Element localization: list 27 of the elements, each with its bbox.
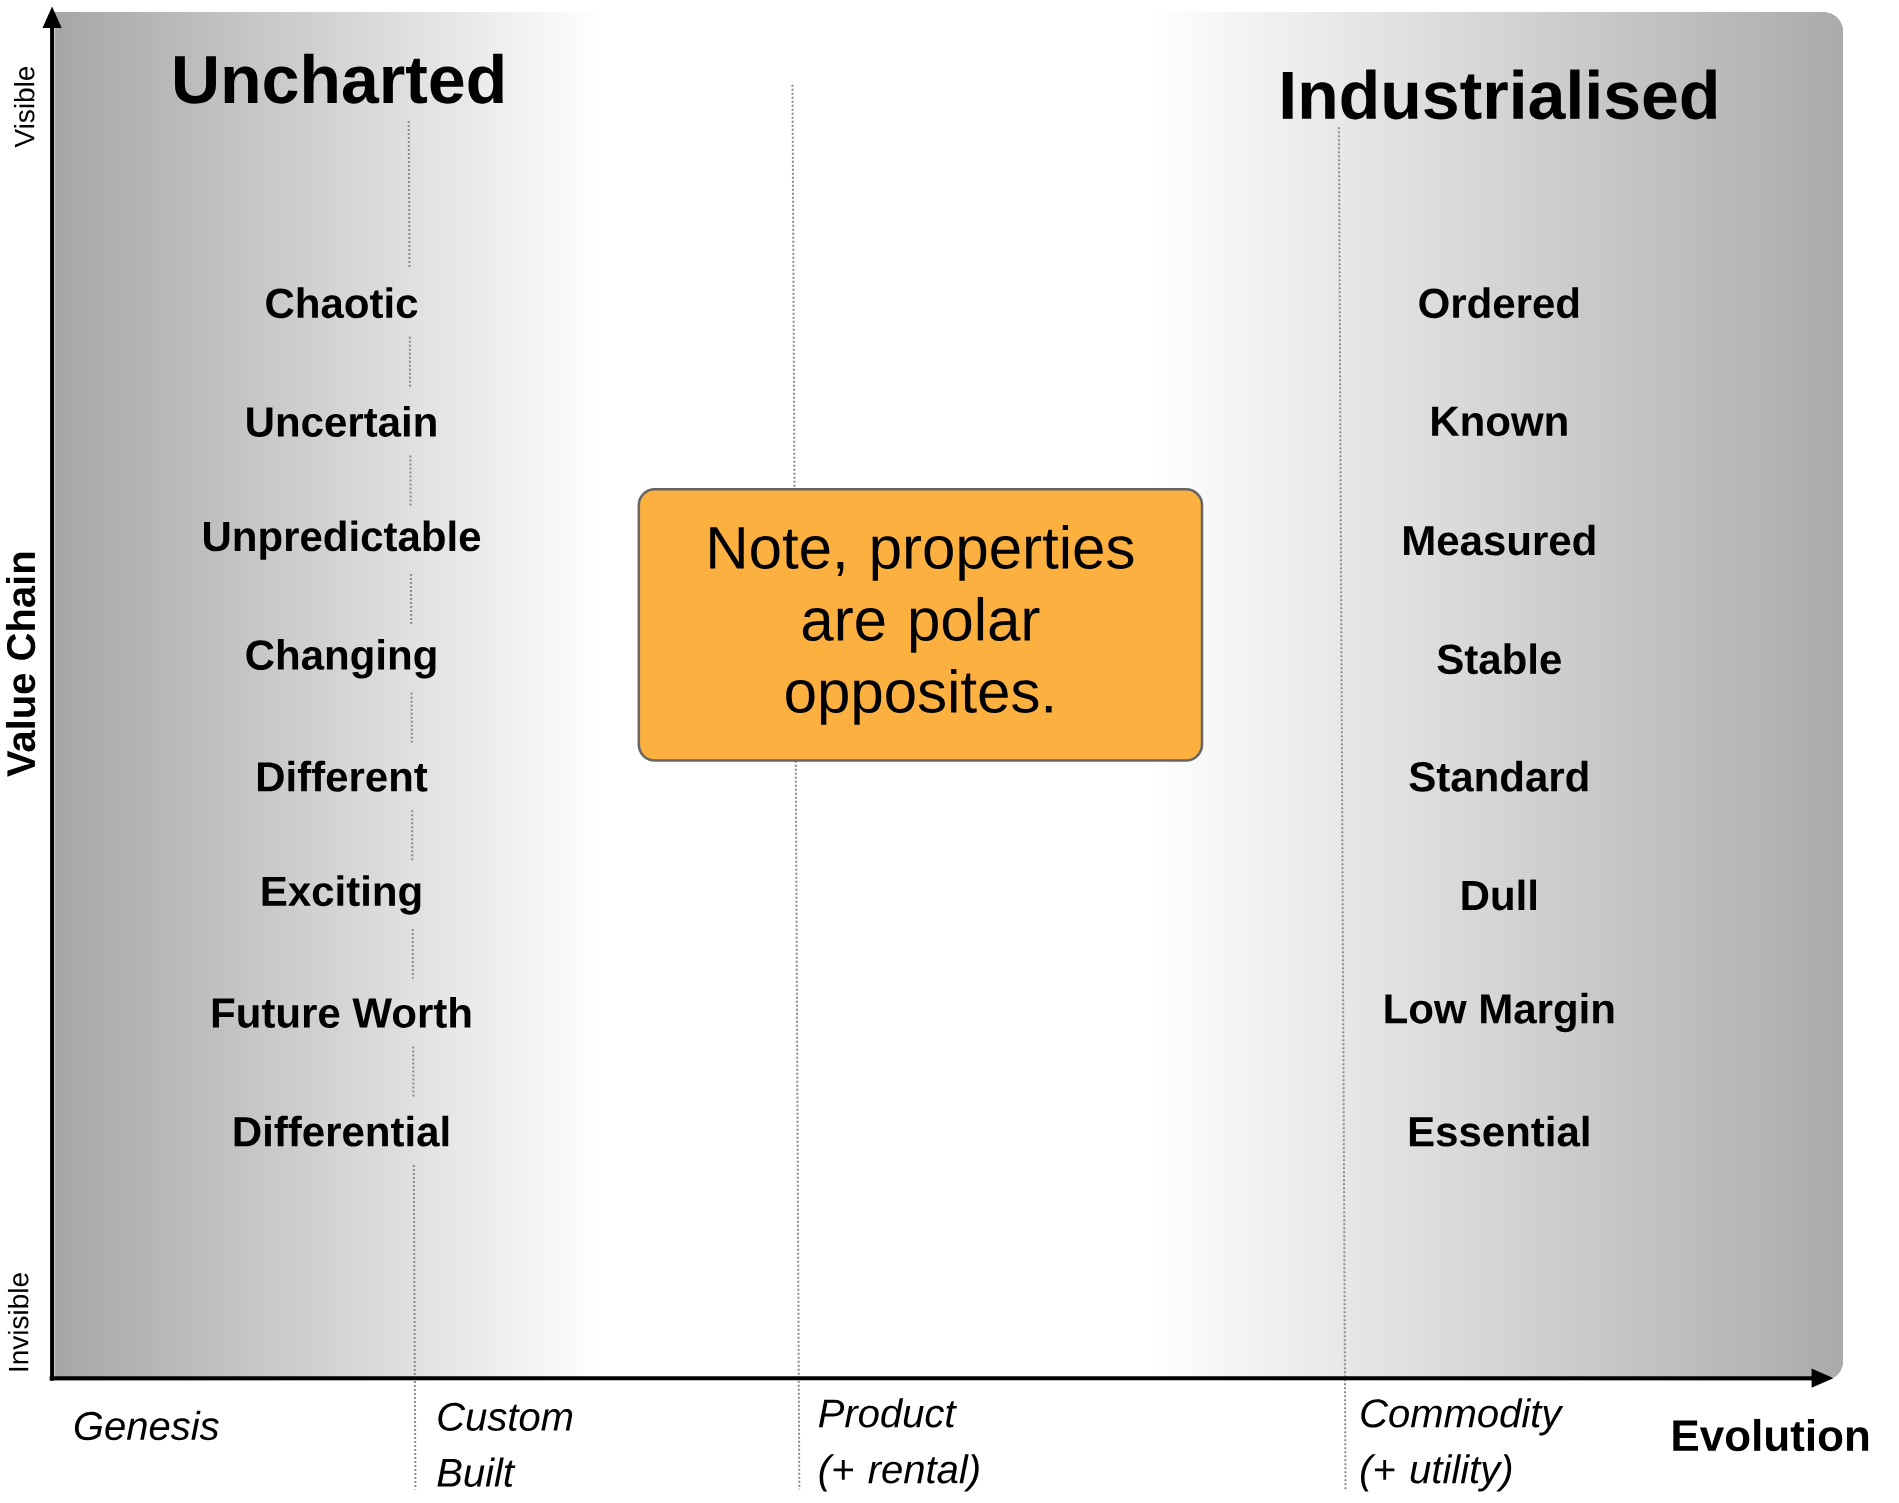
axis-title: Evolution <box>1673 1418 1869 1452</box>
property-label: Exciting <box>262 875 421 915</box>
property-label: Ordered <box>1419 287 1579 319</box>
property-label: Known <box>1432 406 1567 437</box>
stage-label: Custom Built <box>437 1402 573 1487</box>
note-box: Note, properties are polar opposites. <box>637 488 1204 762</box>
heading: Industrialised <box>1282 69 1716 120</box>
axis-label: Visible <box>13 66 35 148</box>
property-label: Different <box>258 760 428 792</box>
property-label: Future Worth <box>212 997 471 1028</box>
stage-label: Genesis <box>74 1410 219 1441</box>
heading: Uncharted <box>175 53 503 104</box>
property-label: Measured <box>1404 524 1595 556</box>
property-label: Stable <box>1437 643 1561 675</box>
property-label: Essential <box>1409 1115 1589 1147</box>
axis-label: Invisible <box>7 1273 29 1371</box>
property-label: Uncertain <box>247 406 436 437</box>
stage-label: Commodity (+ utility) <box>1361 1398 1564 1492</box>
property-label: Unpredictable <box>204 520 481 560</box>
property-label: Changing <box>246 639 436 679</box>
stage-label: Product (+ rental) <box>818 1398 979 1492</box>
property-label: Chaotic <box>266 287 418 319</box>
property-label: Standard <box>1409 760 1588 792</box>
property-label: Dull <box>1462 879 1536 911</box>
axis-title: Value Chain <box>5 552 36 777</box>
property-label: Low Margin <box>1385 992 1614 1033</box>
property-label: Differential <box>234 1115 449 1147</box>
